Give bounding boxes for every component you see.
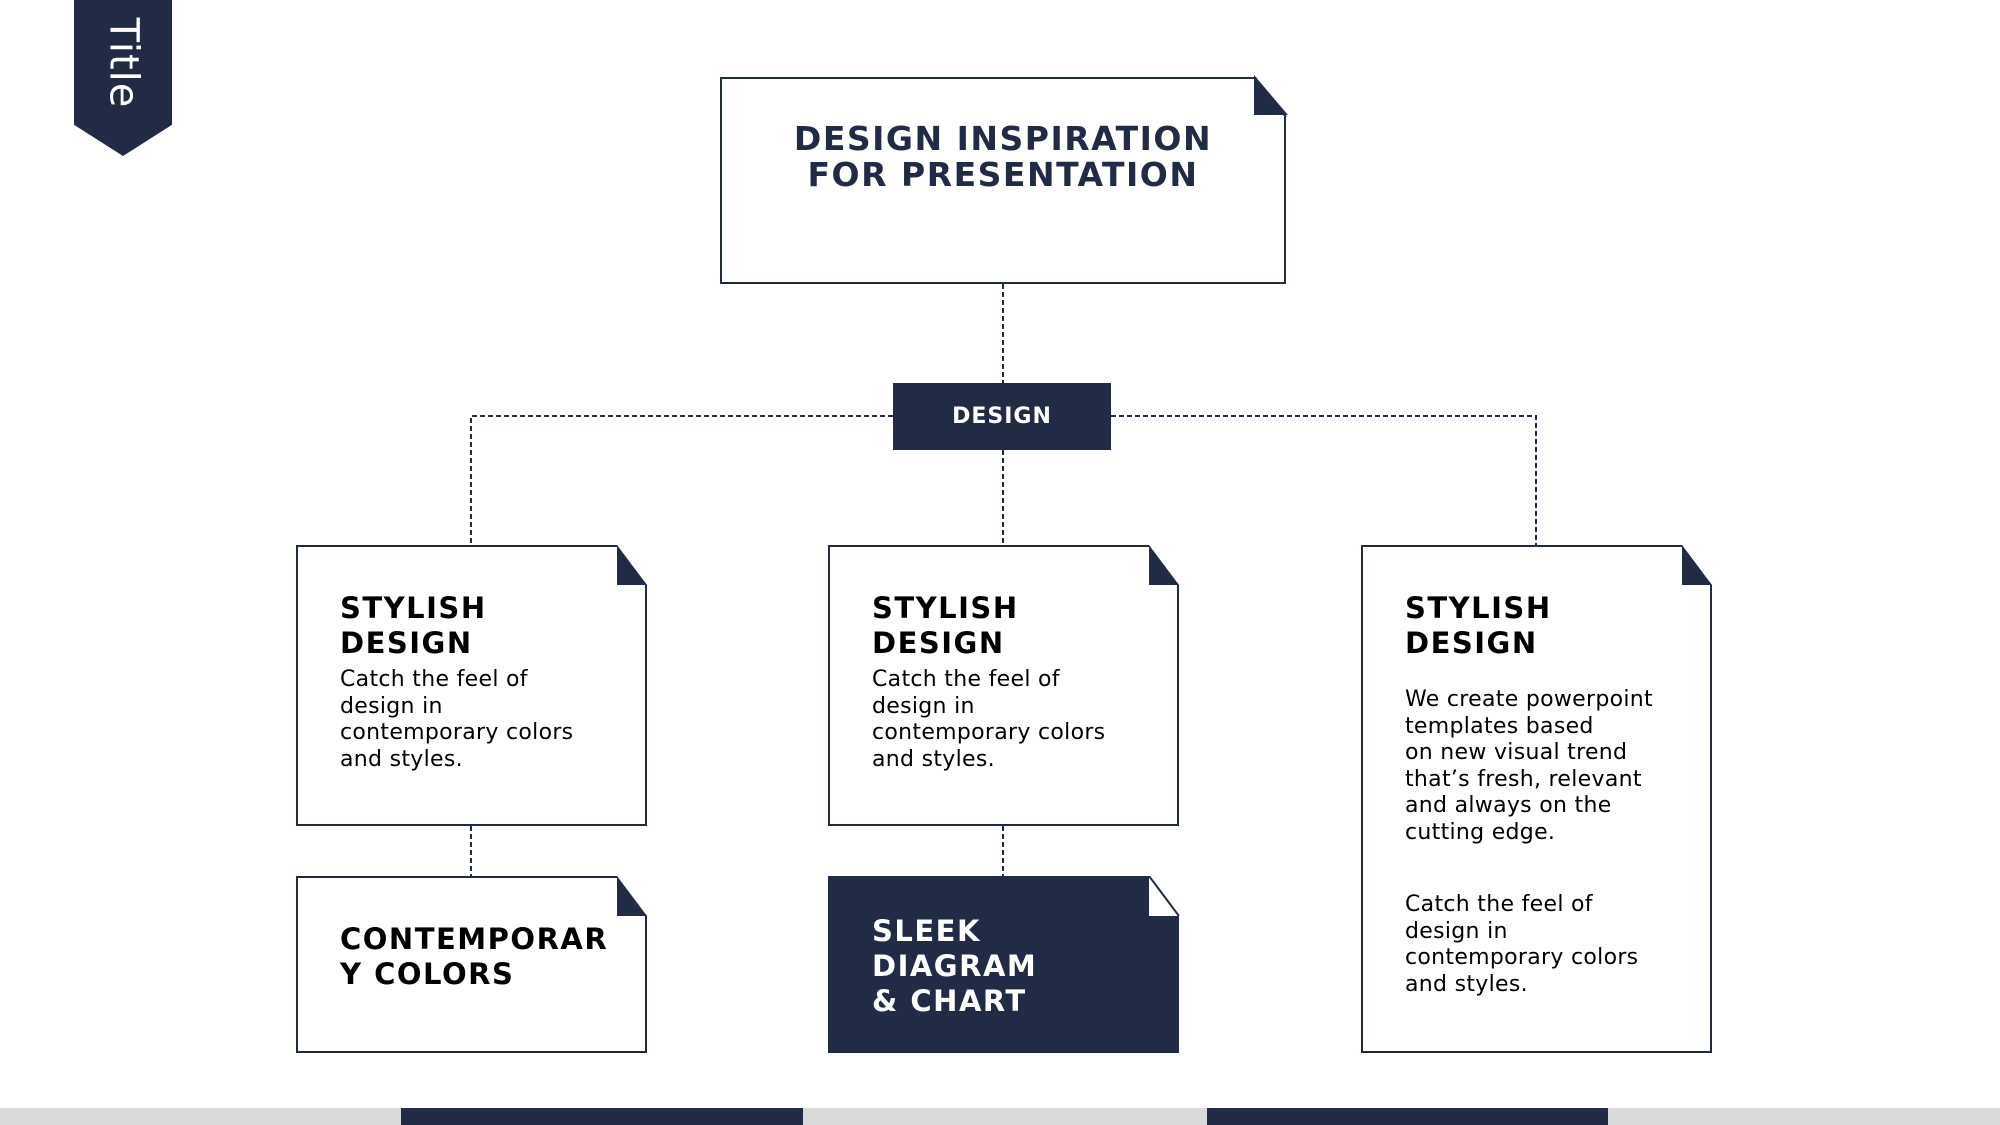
connector-design-to-card-1 [470, 415, 893, 545]
title-ribbon: Title [74, 0, 172, 156]
main-title: DESIGN INSPIRATION FOR PRESENTATION [793, 119, 1213, 194]
design-node-label: DESIGN [952, 404, 1052, 429]
card-body: Catch the feel of design in contemporary… [872, 667, 1106, 772]
card-1-fold [617, 545, 647, 585]
bottom-bar-segment-2 [1207, 1108, 1608, 1125]
card-title: STYLISH DESIGN [340, 591, 487, 660]
card-body-secondary: Catch the feel of design in contemporary… [1405, 892, 1639, 997]
card-stylish-design-1: STYLISH DESIGN Catch the feel of design … [296, 545, 647, 826]
card-title: STYLISH DESIGN [1405, 591, 1552, 660]
design-node: DESIGN [893, 383, 1111, 450]
card-5-fold [1149, 876, 1180, 917]
card-stylish-design-3: STYLISH DESIGN We create powerpoint temp… [1361, 545, 1712, 1053]
connector-design-to-card-3 [1111, 415, 1537, 545]
main-title-box: DESIGN INSPIRATION FOR PRESENTATION [720, 77, 1286, 284]
card-title: STYLISH DESIGN [872, 591, 1019, 660]
card-contemporary-colors: CONTEMPORAR Y COLORS [296, 876, 647, 1053]
main-title-box-fold [1254, 75, 1288, 118]
title-ribbon-label: Title [99, 17, 146, 108]
card-stylish-design-2: STYLISH DESIGN Catch the feel of design … [828, 545, 1179, 826]
card-3-fold [1682, 545, 1712, 585]
bottom-bar-segment-1 [401, 1108, 803, 1125]
card-2-fold [1149, 545, 1179, 585]
card-body: We create powerpoint templates based on … [1405, 687, 1653, 845]
bottom-bar [0, 1108, 2000, 1125]
card-title: SLEEK DIAGRAM & CHART [872, 914, 1038, 1018]
card-sleek-diagram-chart: SLEEK DIAGRAM & CHART [828, 876, 1179, 1053]
card-4-fold [617, 876, 647, 916]
title-ribbon-label-wrap: Title [74, 0, 172, 125]
card-title: CONTEMPORAR Y COLORS [340, 922, 609, 991]
card-body: Catch the feel of design in contemporary… [340, 667, 574, 772]
